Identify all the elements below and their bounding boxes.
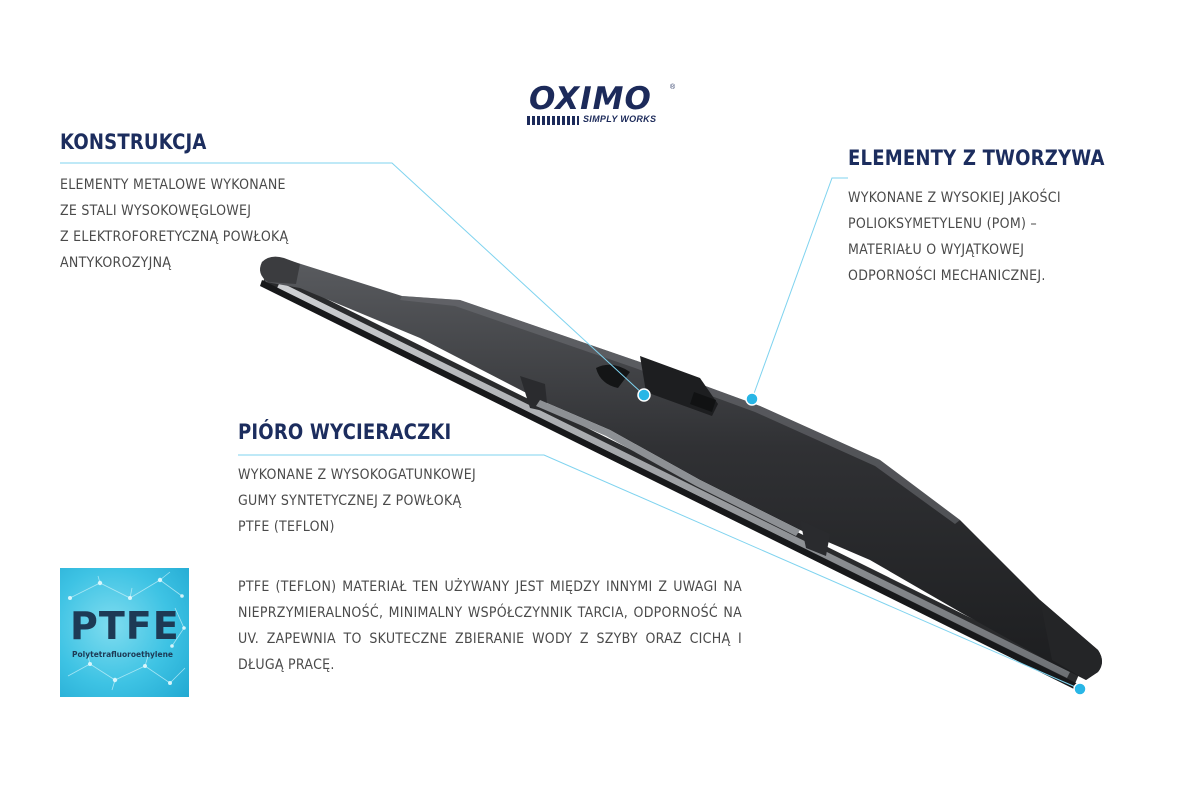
ptfe-badge: PTFE Polytetrafluoroethylene [60, 568, 189, 697]
elementy-line: WYKONANE Z WYSOKIEJ JAKOŚCI [848, 190, 1061, 206]
molecule-pattern [67, 571, 186, 691]
pioro-description: WYKONANE Z WYSOKOGATUNKOWEJ GUMY SYNTETY… [238, 462, 476, 540]
elementy-line: MATERIAŁU O WYJĄTKOWEJ [848, 242, 1025, 258]
elementy-line: ODPORNOŚCI MECHANICZNEJ. [848, 268, 1046, 284]
wiper-frame [260, 256, 1103, 680]
logo-stripes [527, 116, 579, 125]
pioro-line: PTFE (TEFLON) [238, 519, 335, 535]
wiper-rubber-strip [260, 270, 1080, 690]
konstrukcja-line: ZE STALI WYSOKOWĘGLOWEJ [60, 203, 252, 219]
konstrukcja-line: ELEMENTY METALOWE WYKONANE [60, 177, 286, 193]
konstrukcja-description: ELEMENTY METALOWE WYKONANE ZE STALI WYSO… [60, 172, 288, 276]
elementy-description: WYKONANE Z WYSOKIEJ JAKOŚCI POLIOKSYMETY… [848, 185, 1061, 289]
callout-dot-icon [1073, 682, 1087, 696]
callout-dot-icon [745, 392, 759, 406]
pioro-title: PIÓRO WYCIERACZKI [238, 420, 452, 444]
konstrukcja-title: KONSTRUKCJA [60, 130, 207, 154]
callout-line-pioro [238, 454, 1081, 690]
pioro-line: GUMY SYNTETYCZNEJ Z POWŁOKĄ [238, 493, 462, 509]
callout-dot-icon [637, 388, 651, 402]
elementy-line: POLIOKSYMETYLENU (POM) – [848, 216, 1037, 232]
ptfe-description: PTFE (TEFLON) MATERIAŁ TEN UŻYWANY JEST … [238, 579, 742, 673]
ptfe-badge-label: PTFE [70, 604, 180, 648]
elementy-title: ELEMENTY Z TWORZYWA [848, 146, 1105, 170]
callout-line-elementy [751, 177, 848, 400]
logo-tagline: SIMPLY WORKS [583, 114, 657, 124]
ptfe-badge-sublabel: Polytetrafluoroethylene [72, 650, 174, 659]
logo-registered-mark: ® [670, 84, 676, 91]
konstrukcja-line: Z ELEKTROFORETYCZNĄ POWŁOKĄ [60, 229, 289, 245]
callout-line-konstrukcja [60, 162, 645, 396]
pioro-line: WYKONANE Z WYSOKOGATUNKOWEJ [238, 467, 476, 483]
logo-wordmark: OXIMO [529, 81, 652, 117]
oximo-logo: OXIMO ® SIMPLY WORKS [525, 82, 677, 128]
konstrukcja-line: ANTYKOROZYJNĄ [60, 255, 172, 271]
